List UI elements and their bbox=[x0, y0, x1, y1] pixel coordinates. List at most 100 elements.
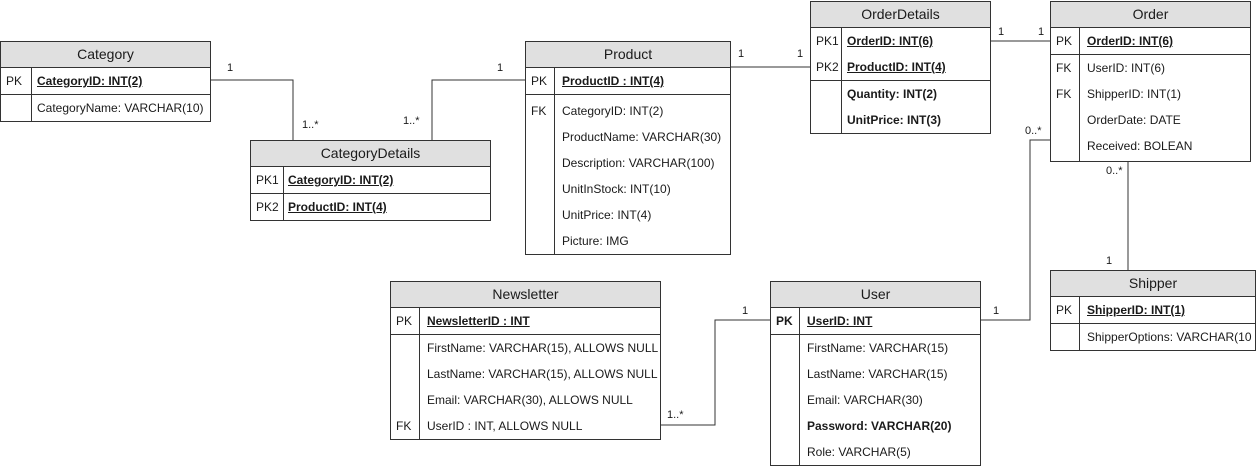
key-label: PK bbox=[1056, 303, 1073, 317]
attribute-row: FK UserID : INT, ALLOWS NULL bbox=[391, 413, 660, 439]
attribute-row: UnitInStock: INT(10) bbox=[526, 176, 730, 202]
attribute-text: CategoryName: VARCHAR(10) bbox=[37, 101, 204, 115]
attribute-row: Email: VARCHAR(30), ALLOWS NULL bbox=[391, 387, 660, 413]
entity-title: Category bbox=[1, 42, 210, 68]
attribute-row: Password: VARCHAR(20) bbox=[771, 413, 980, 439]
multiplicity-label: 1 bbox=[742, 305, 749, 317]
attribute-text: ProductName: VARCHAR(30) bbox=[562, 130, 722, 144]
attribute-text: Picture: IMG bbox=[562, 234, 629, 248]
attribute-section: FK CategoryID: INT(2) ProductName: VARCH… bbox=[526, 94, 730, 254]
key-label: PK bbox=[396, 314, 413, 328]
entity-order-details[interactable]: OrderDetails PK1 OrderID: INT(6) PK2 Pro… bbox=[810, 1, 991, 134]
multiplicity-label: 1 bbox=[797, 48, 804, 60]
entity-title: Order bbox=[1051, 2, 1250, 28]
attribute-text: LastName: VARCHAR(15), ALLOWS NULL bbox=[427, 367, 658, 381]
link-order-user bbox=[980, 139, 1050, 321]
attribute-text: UserID : INT, ALLOWS NULL bbox=[427, 419, 583, 433]
attribute-row: PK1 OrderID: INT(6) bbox=[811, 28, 990, 54]
attribute-row: ShipperOptions: VARCHAR(10 bbox=[1051, 324, 1255, 350]
key-label: FK bbox=[396, 419, 412, 433]
key-label: PK bbox=[776, 314, 793, 328]
attribute-row: PK OrderID: INT(6) bbox=[1051, 28, 1250, 54]
attribute-row: FK CategoryID: INT(2) bbox=[526, 98, 730, 124]
link-category-categorydetails bbox=[210, 79, 294, 140]
key-label: PK bbox=[531, 74, 548, 88]
attribute-row: Received: BOLEAN bbox=[1051, 133, 1250, 159]
attribute-text: UserID: INT bbox=[807, 314, 873, 328]
pk-section: PK1 CategoryID: INT(2) bbox=[251, 167, 490, 193]
attribute-text: CategoryID: INT(2) bbox=[37, 74, 143, 88]
entity-shipper[interactable]: Shipper PK ShipperID: INT(1) ShipperOpti… bbox=[1050, 270, 1256, 351]
attribute-section: Quantity: INT(2) UnitPrice: INT(3) bbox=[811, 80, 990, 133]
entity-title: CategoryDetails bbox=[251, 141, 490, 167]
key-label: PK1 bbox=[256, 173, 279, 187]
attribute-text: FirstName: VARCHAR(15) bbox=[807, 341, 949, 355]
attribute-text: LastName: VARCHAR(15) bbox=[807, 367, 948, 381]
key-label: PK2 bbox=[816, 60, 839, 74]
attribute-text: OrderID: INT(6) bbox=[1087, 34, 1174, 48]
attribute-row: Picture: IMG bbox=[526, 228, 730, 254]
attribute-row: LastName: VARCHAR(15), ALLOWS NULL bbox=[391, 361, 660, 387]
attribute-row: PK1 CategoryID: INT(2) bbox=[251, 167, 490, 193]
attribute-row: FK UserID: INT(6) bbox=[1051, 55, 1250, 81]
attribute-text: CategoryID: INT(2) bbox=[288, 173, 394, 187]
attribute-text: UnitPrice: INT(4) bbox=[562, 208, 652, 222]
key-label: FK bbox=[1056, 61, 1072, 75]
entity-title: Shipper bbox=[1051, 271, 1255, 297]
attribute-text: ShipperID: INT(1) bbox=[1087, 87, 1182, 101]
attribute-section: CategoryName: VARCHAR(10) bbox=[1, 94, 210, 121]
pk-section: PK UserID: INT bbox=[771, 308, 980, 334]
attribute-row: PK ProductID : INT(4) bbox=[526, 68, 730, 94]
attribute-text: ProductID: INT(4) bbox=[288, 200, 387, 214]
attribute-text: Password: VARCHAR(20) bbox=[807, 419, 952, 433]
attribute-text: ShipperOptions: VARCHAR(10 bbox=[1087, 330, 1252, 344]
key-label: PK2 bbox=[256, 200, 279, 214]
entity-title: Newsletter bbox=[391, 282, 660, 308]
multiplicity-label: 1 bbox=[993, 305, 1000, 317]
attribute-row: Role: VARCHAR(5) bbox=[771, 439, 980, 465]
attribute-text: OrderDate: DATE bbox=[1087, 113, 1181, 127]
pk-section: PK ShipperID: INT(1) bbox=[1051, 297, 1255, 323]
attribute-section: FK UserID: INT(6) FK ShipperID: INT(1) O… bbox=[1051, 54, 1250, 161]
entity-product[interactable]: Product PK ProductID : INT(4) FK Categor… bbox=[525, 41, 731, 255]
attribute-row: UnitPrice: INT(4) bbox=[526, 202, 730, 228]
attribute-text: Email: VARCHAR(30), ALLOWS NULL bbox=[427, 393, 633, 407]
attribute-row: FK ShipperID: INT(1) bbox=[1051, 81, 1250, 107]
attribute-row: Quantity: INT(2) bbox=[811, 81, 990, 107]
attribute-text: FirstName: VARCHAR(15), ALLOWS NULL bbox=[427, 341, 659, 355]
attribute-section: FirstName: VARCHAR(15), ALLOWS NULL Last… bbox=[391, 334, 660, 439]
multiplicity-label: 1 bbox=[1106, 255, 1113, 267]
entity-newsletter[interactable]: Newsletter PK NewsletterID : INT FirstNa… bbox=[390, 281, 661, 440]
attribute-text: CategoryID: INT(2) bbox=[562, 104, 664, 118]
entity-user[interactable]: User PK UserID: INT FirstName: VARCHAR(1… bbox=[770, 281, 981, 466]
entity-title: Product bbox=[526, 42, 730, 68]
multiplicity-label: 0..* bbox=[1025, 125, 1042, 137]
pk-section: PK ProductID : INT(4) bbox=[526, 68, 730, 94]
multiplicity-label: 1 bbox=[738, 48, 745, 60]
pk-section: PK1 OrderID: INT(6) PK2 ProductID: INT(4… bbox=[811, 28, 990, 80]
multiplicity-label: 1..* bbox=[403, 115, 420, 127]
entity-category-details[interactable]: CategoryDetails PK1 CategoryID: INT(2) P… bbox=[250, 140, 491, 221]
attribute-text: OrderID: INT(6) bbox=[847, 34, 934, 48]
attribute-text: Role: VARCHAR(5) bbox=[807, 445, 911, 459]
pk-section: PK2 ProductID: INT(4) bbox=[251, 193, 490, 220]
entity-order[interactable]: Order PK OrderID: INT(6) FK UserID: INT(… bbox=[1050, 1, 1251, 162]
attribute-text: ShipperID: INT(1) bbox=[1087, 303, 1185, 317]
key-label: PK1 bbox=[816, 34, 839, 48]
attribute-text: ProductID : INT(4) bbox=[562, 74, 664, 88]
attribute-row: Description: VARCHAR(100) bbox=[526, 150, 730, 176]
multiplicity-label: 1 bbox=[497, 62, 504, 74]
attribute-row: ProductName: VARCHAR(30) bbox=[526, 124, 730, 150]
attribute-row: PK ShipperID: INT(1) bbox=[1051, 297, 1255, 323]
link-product-categorydetails bbox=[431, 79, 525, 140]
entity-category[interactable]: Category PK CategoryID: INT(2) CategoryN… bbox=[0, 41, 211, 122]
attribute-row: PK2 ProductID: INT(4) bbox=[251, 194, 490, 220]
attribute-row: PK2 ProductID: INT(4) bbox=[811, 54, 990, 80]
attribute-text: UserID: INT(6) bbox=[1087, 61, 1165, 75]
attribute-text: UnitPrice: INT(3) bbox=[847, 113, 942, 127]
multiplicity-label: 1 bbox=[1038, 26, 1045, 38]
key-label: PK bbox=[6, 74, 23, 88]
attribute-text: ProductID: INT(4) bbox=[847, 60, 946, 74]
attribute-text: Email: VARCHAR(30) bbox=[807, 393, 923, 407]
multiplicity-label: 1 bbox=[227, 62, 234, 74]
